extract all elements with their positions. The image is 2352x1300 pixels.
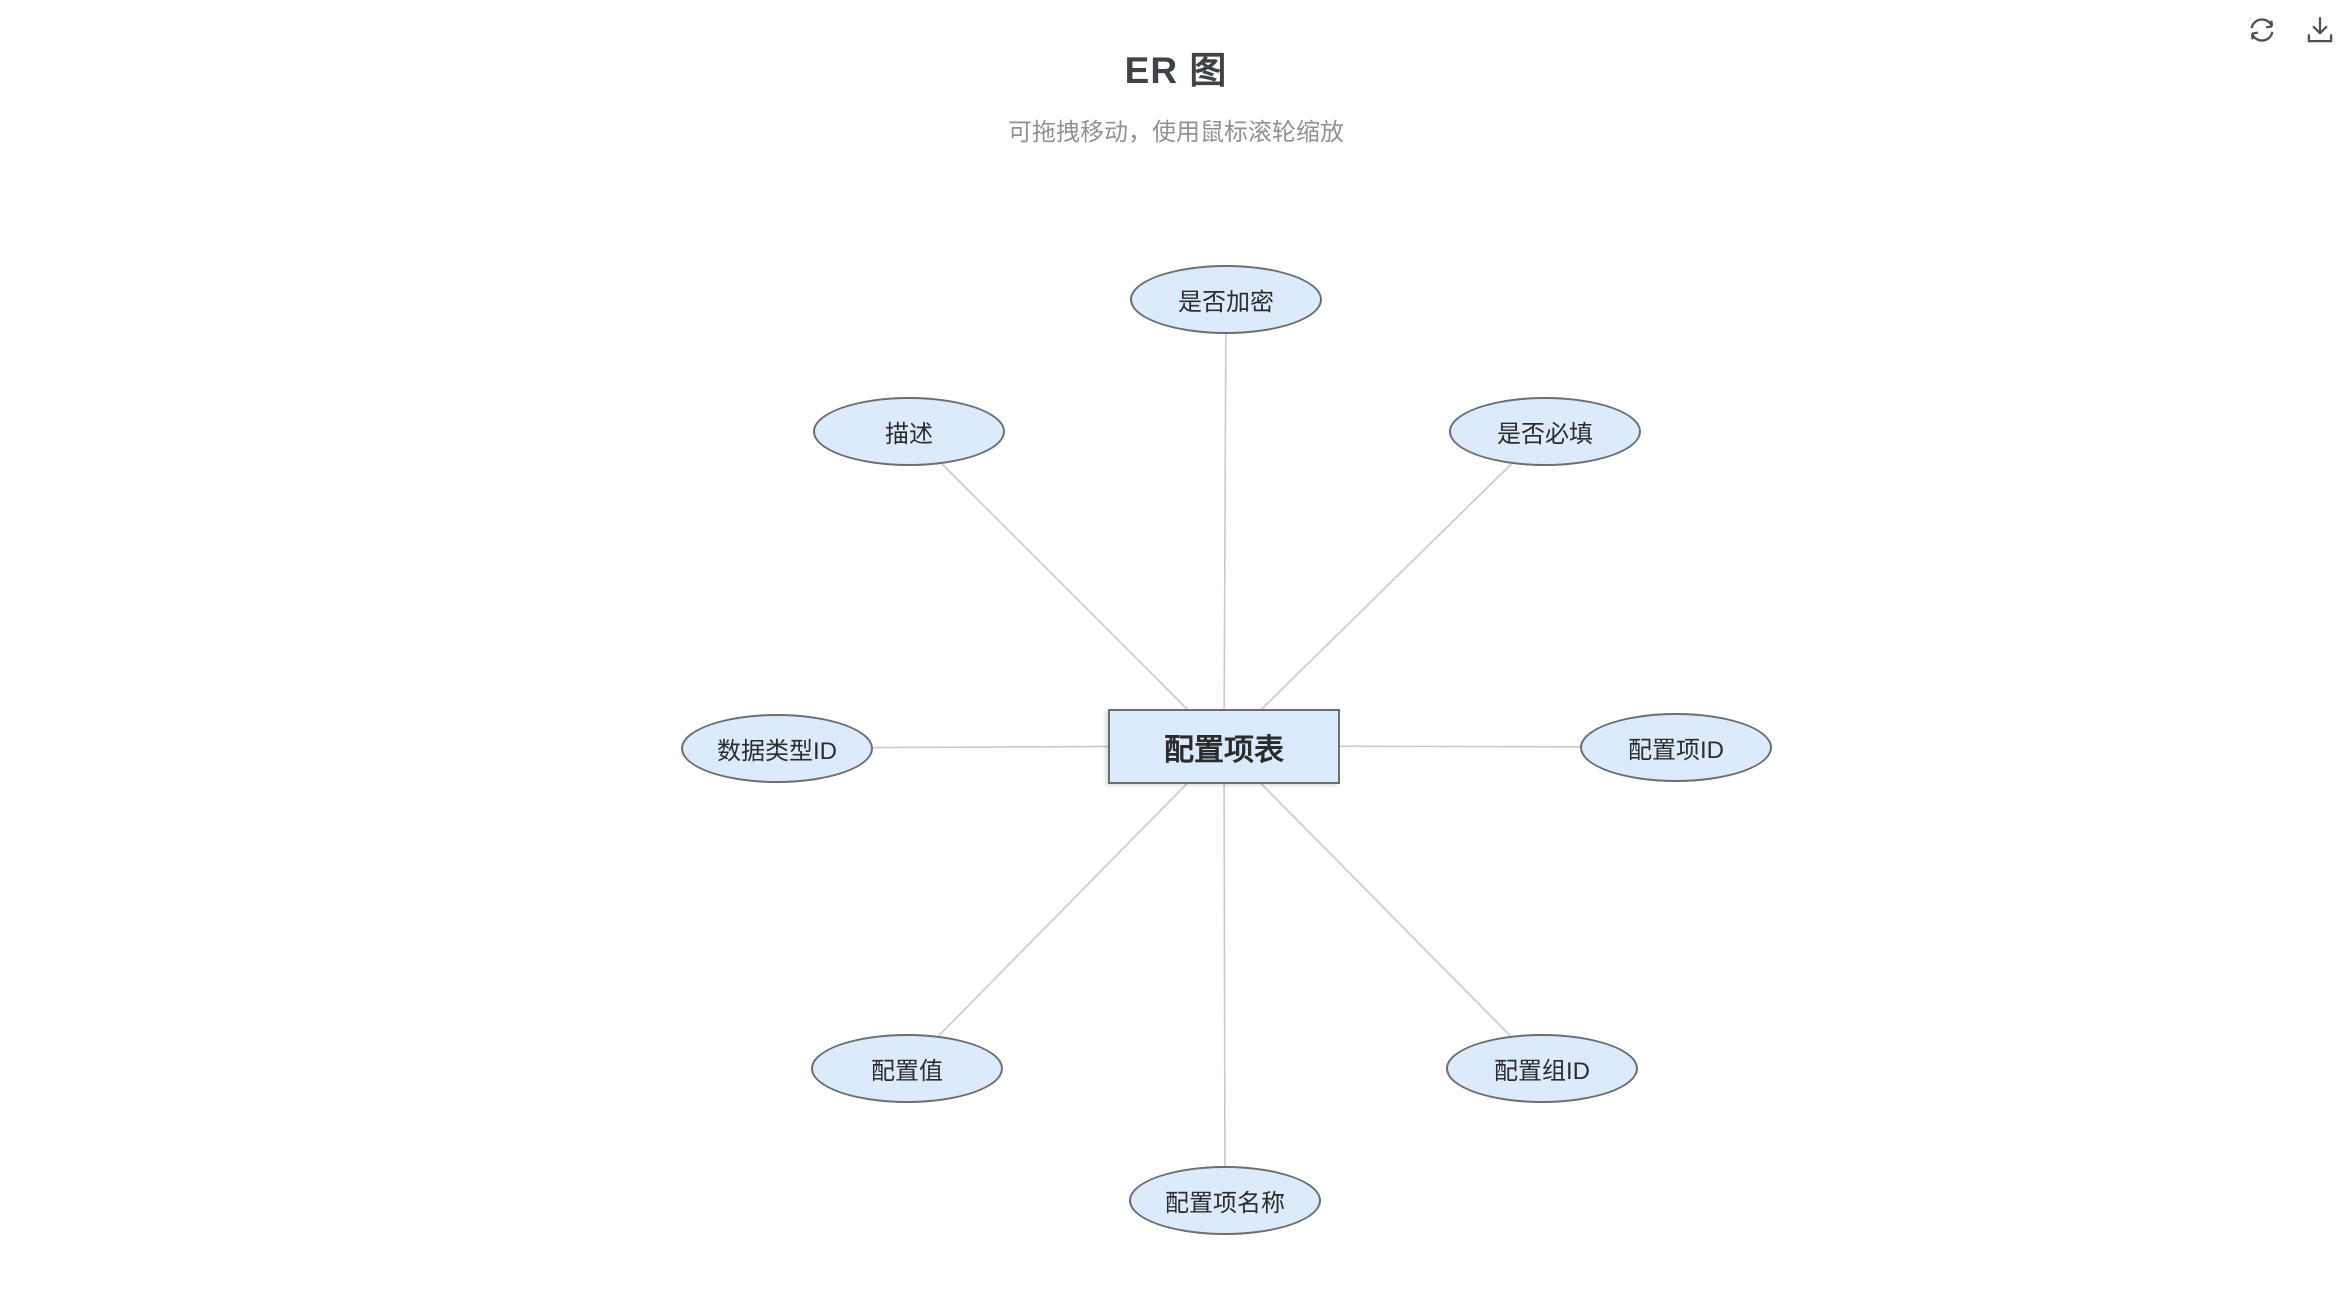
entity-node[interactable]: 配置项表 <box>1108 709 1340 784</box>
toolbar <box>2244 12 2338 48</box>
entity-label: 配置项表 <box>1164 733 1284 767</box>
er-edge-top <box>1223 298 1227 747</box>
attribute-node-value[interactable]: 配置值 <box>811 1034 1003 1103</box>
attribute-node-group-id[interactable]: 配置组ID <box>1446 1034 1638 1103</box>
refresh-icon <box>2250 18 2274 42</box>
er-edge-bottom-right <box>1223 745 1543 1069</box>
attribute-node-description[interactable]: 描述 <box>813 397 1005 466</box>
attribute-label: 是否必填 <box>1497 421 1593 448</box>
attribute-node-item-id[interactable]: 配置项ID <box>1580 713 1772 782</box>
attribute-node-required[interactable]: 是否必填 <box>1449 397 1641 466</box>
attribute-label: 数据类型ID <box>717 738 837 765</box>
attribute-node-encrypted[interactable]: 是否加密 <box>1130 265 1322 334</box>
attribute-label: 配置组ID <box>1494 1058 1590 1085</box>
attribute-label: 配置项ID <box>1628 737 1724 764</box>
er-edge-top-right <box>1223 430 1546 747</box>
download-button[interactable] <box>2302 12 2338 48</box>
attribute-node-item-name[interactable]: 配置项名称 <box>1129 1166 1321 1235</box>
attribute-label: 配置值 <box>871 1058 943 1085</box>
er-edge-top-left <box>908 430 1225 747</box>
attribute-label: 配置项名称 <box>1165 1190 1285 1217</box>
attribute-node-datatype-id[interactable]: 数据类型ID <box>681 714 873 783</box>
download-icon <box>2307 17 2333 43</box>
refresh-button[interactable] <box>2244 12 2280 48</box>
attribute-label: 描述 <box>885 421 933 448</box>
er-edge-bottom-left <box>906 745 1225 1069</box>
attribute-label: 是否加密 <box>1178 289 1274 316</box>
er-edge-bottom <box>1223 745 1226 1201</box>
